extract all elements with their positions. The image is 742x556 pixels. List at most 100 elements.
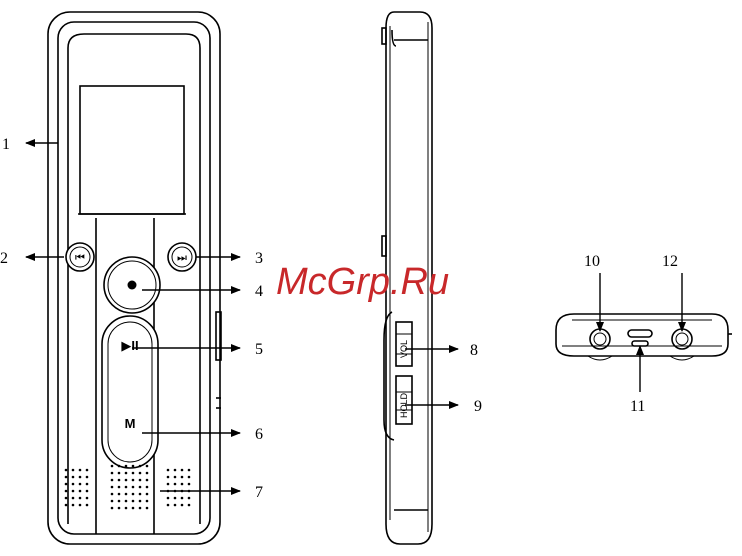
grille-hole bbox=[111, 507, 114, 510]
grille-hole bbox=[86, 504, 89, 507]
grille-hole bbox=[125, 465, 128, 468]
grille-hole bbox=[188, 504, 191, 507]
grille-hole bbox=[132, 465, 135, 468]
grille-hole bbox=[72, 476, 75, 479]
grille-hole bbox=[181, 476, 184, 479]
grille-hole bbox=[86, 476, 89, 479]
grille-hole bbox=[174, 476, 177, 479]
speaker-grilles bbox=[65, 465, 191, 510]
callout-12: 12 bbox=[662, 253, 678, 270]
grille-hole bbox=[167, 476, 170, 479]
grille-hole bbox=[188, 469, 191, 472]
grille-hole bbox=[146, 472, 149, 475]
grille-hole bbox=[174, 469, 177, 472]
grille-hole bbox=[79, 476, 82, 479]
grille-hole bbox=[132, 507, 135, 510]
grille-hole bbox=[118, 507, 121, 510]
grille-hole bbox=[167, 483, 170, 486]
grille-hole bbox=[174, 497, 177, 500]
grille-hole bbox=[125, 500, 128, 503]
grille-hole bbox=[72, 504, 75, 507]
callout-3: 3 bbox=[255, 250, 263, 267]
record-button[interactable] bbox=[104, 257, 160, 313]
grille-hole bbox=[86, 490, 89, 493]
grille-hole bbox=[79, 504, 82, 507]
grille-hole bbox=[65, 504, 68, 507]
next-button[interactable]: ⏭ bbox=[168, 243, 196, 271]
grille-hole bbox=[146, 507, 149, 510]
grille-hole bbox=[65, 483, 68, 486]
prev-icon: ⏮ bbox=[75, 251, 85, 264]
grille-hole bbox=[181, 497, 184, 500]
grille-hole bbox=[125, 507, 128, 510]
watermark: McGrp.Ru bbox=[276, 261, 449, 303]
grille-hole bbox=[111, 465, 114, 468]
grille-hole bbox=[132, 479, 135, 482]
bottom-view bbox=[556, 314, 732, 360]
grille-hole bbox=[125, 472, 128, 475]
grille-hole bbox=[132, 500, 135, 503]
grille-hole bbox=[118, 465, 121, 468]
grille-hole bbox=[79, 483, 82, 486]
grille-hole bbox=[146, 479, 149, 482]
grille-hole bbox=[174, 504, 177, 507]
grille-hole bbox=[139, 493, 142, 496]
prev-button[interactable]: ⏮ bbox=[66, 243, 94, 271]
grille-hole bbox=[125, 493, 128, 496]
grille-hole bbox=[118, 500, 121, 503]
callout-11: 11 bbox=[630, 398, 645, 415]
grille-hole bbox=[111, 493, 114, 496]
grille-hole bbox=[79, 490, 82, 493]
grille-hole bbox=[139, 472, 142, 475]
grille-hole bbox=[111, 500, 114, 503]
grille-hole bbox=[72, 469, 75, 472]
callout-1: 1 bbox=[2, 136, 10, 153]
grille-hole bbox=[146, 465, 149, 468]
callout-5: 5 bbox=[255, 341, 263, 358]
grille-hole bbox=[118, 493, 121, 496]
callout-8: 8 bbox=[470, 342, 478, 359]
grille-hole bbox=[118, 479, 121, 482]
grille-hole bbox=[118, 472, 121, 475]
grille-hole bbox=[181, 483, 184, 486]
grille-hole bbox=[139, 507, 142, 510]
grille-hole bbox=[139, 465, 142, 468]
grille-hole bbox=[167, 469, 170, 472]
next-icon: ⏭ bbox=[177, 251, 187, 264]
grille-hole bbox=[146, 500, 149, 503]
grille-hole bbox=[72, 483, 75, 486]
grille-hole bbox=[86, 483, 89, 486]
grille-hole bbox=[86, 469, 89, 472]
callout-4: 4 bbox=[255, 283, 263, 300]
grille-hole bbox=[167, 497, 170, 500]
menu-button-label: M bbox=[125, 416, 136, 431]
grille-hole bbox=[118, 486, 121, 489]
grille-hole bbox=[79, 497, 82, 500]
grille-hole bbox=[139, 500, 142, 503]
grille-hole bbox=[125, 479, 128, 482]
callout-7: 7 bbox=[255, 484, 263, 501]
callout-9: 9 bbox=[474, 398, 482, 415]
grille-hole bbox=[65, 490, 68, 493]
grille-hole bbox=[188, 497, 191, 500]
grille-hole bbox=[86, 497, 89, 500]
grille-hole bbox=[79, 469, 82, 472]
play-pause-label: ▶II bbox=[121, 338, 138, 353]
usb-port[interactable] bbox=[628, 330, 652, 337]
grille-hole bbox=[132, 493, 135, 496]
display-screen bbox=[80, 86, 184, 214]
grille-hole bbox=[181, 469, 184, 472]
grille-hole bbox=[132, 486, 135, 489]
bottom-hole bbox=[632, 341, 648, 346]
grille-hole bbox=[146, 486, 149, 489]
grille-hole bbox=[111, 486, 114, 489]
side-switch-front bbox=[216, 312, 221, 360]
callout-6: 6 bbox=[255, 426, 263, 443]
grille-hole bbox=[111, 479, 114, 482]
grille-hole bbox=[188, 483, 191, 486]
record-dot-icon bbox=[128, 281, 137, 290]
grille-hole bbox=[174, 483, 177, 486]
grille-hole bbox=[65, 469, 68, 472]
callout-10: 10 bbox=[584, 253, 600, 270]
